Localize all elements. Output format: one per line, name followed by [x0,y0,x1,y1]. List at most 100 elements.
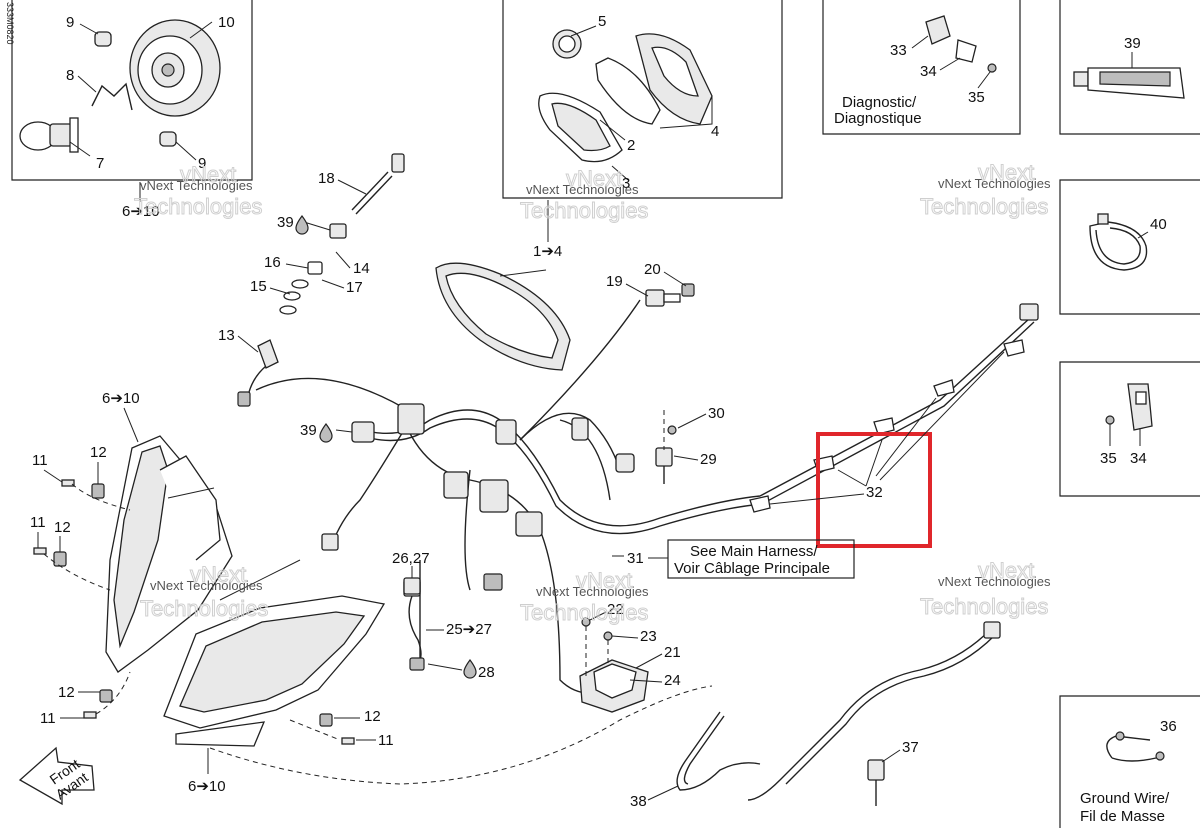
callout-28: 28 [478,664,495,681]
watermark-6-line2: Technologies [920,594,1048,619]
callout-11-c: 11 [40,710,56,727]
part-bracket [1105,383,1153,431]
oil-drop-icon-28 [463,658,477,679]
watermark-4-line1: vNext [190,562,246,587]
frame-diagnostic [822,0,1021,135]
part-cluster-assembly [435,262,571,371]
main-harness-note [667,539,855,579]
oil-drop-icon-lower [319,422,333,443]
callout-7: 7 [96,155,104,172]
front-arrow-icon: Front Avant [18,746,95,806]
callout-19: 19 [606,273,623,290]
document-id: 333M0820 [5,2,15,45]
part-ground-cable-37 [747,621,1001,806]
part-diagnostic-connector [925,15,997,73]
part-sensor-13 [237,339,279,407]
callout-11-a: 11 [32,452,48,469]
part-headlight-housing [105,435,233,673]
watermark-5-line2: Technologies [520,600,648,625]
callout-35-box: 35 [968,89,985,106]
watermark-2-line2: Technologies [520,198,648,223]
frame-sealant [1059,0,1200,135]
watermark-2-line1: vNext [566,166,622,191]
callout-5: 5 [598,13,606,30]
callout-9-top: 9 [66,14,74,31]
callout-39-upper: 39 [277,214,294,231]
range-1-4: 1➔4 [533,243,562,260]
callout-15: 15 [250,278,267,295]
part-bulb-cap-top [94,31,112,47]
callout-36: 36 [1160,718,1177,735]
callout-14: 14 [353,260,370,277]
watermark-4-line2: Technologies [140,596,268,621]
frame-cluster [502,0,783,199]
callout-9-bottom: 9 [198,155,206,172]
ground-label-fr: Fil de Masse [1080,808,1165,825]
part-fittings [279,223,347,315]
part-cluster-housing [635,33,713,125]
part-cable-38 [676,711,761,791]
ground-label-en: Ground Wire/ [1080,790,1170,807]
callout-35-side: 35 [1100,450,1117,467]
callout-12-b: 12 [54,519,71,536]
callout-39-lower: 39 [300,422,317,439]
range-26-27: 26,27 [392,550,430,567]
part-cluster-lens [595,57,661,125]
part-switch-19 [645,283,695,307]
callout-18: 18 [318,170,335,187]
callout-37: 37 [902,739,919,756]
main-harness-en: See Main Harness/ [690,543,818,560]
frame-ground-wire [1059,695,1200,828]
frame-headlight-bulb [11,0,253,181]
callout-39-box: 39 [1124,35,1141,52]
callout-30: 30 [708,405,725,422]
callout-16: 16 [264,254,281,271]
part-ground-wire [1106,731,1165,762]
oil-drop-icon-upper [295,214,309,235]
callout-2: 2 [627,137,635,154]
watermark-2-small: vNext Technologies [526,182,639,197]
callout-10-top: 10 [218,14,235,31]
part-headlight-lens [163,595,386,747]
watermark-1-line1: vNext [180,162,236,187]
callout-34-box: 34 [920,63,937,80]
part-spring-clip [91,82,133,111]
watermark-3-line2: Technologies [920,194,1048,219]
callout-20: 20 [644,261,661,278]
part-module-21 [579,617,649,713]
part-spring-18 [351,153,405,215]
watermark-1-small: vNext Technologies [140,178,253,193]
watermarks: vNext Technologies vNext Technologies vN… [134,160,1051,626]
part-sensor-29 [655,425,677,484]
part-sensor-25 [403,577,425,671]
callout-3: 3 [622,175,630,192]
range-6-10-mid: 6➔10 [102,390,140,407]
part-headlight-reflector [129,19,221,117]
callout-8: 8 [66,67,74,84]
callout-11-b: 11 [30,514,46,531]
part-bulb-cap-bottom [159,131,177,147]
callout-13: 13 [218,327,235,344]
callout-31: 31 [627,550,644,567]
frame-bracket [1059,361,1200,497]
callout-17: 17 [346,279,363,296]
frame-tie [1059,179,1200,315]
callout-12-d: 12 [364,708,381,725]
watermark-6-small: vNext Technologies [938,574,1051,589]
callout-23: 23 [640,628,657,645]
part-main-harness [321,299,1039,694]
callout-21: 21 [664,644,681,661]
part-cluster-bezel [538,92,623,163]
part-sealant-tube [1073,67,1185,99]
range-6-10-top: 6➔10 [122,203,160,220]
part-cable-tie [1089,213,1148,271]
callout-34-side: 34 [1130,450,1147,467]
callout-22: 22 [607,601,624,618]
watermark-5-small: vNext Technologies [536,584,649,599]
part-wire-covers [749,339,1025,513]
callout-33: 33 [890,42,907,59]
main-harness-fr: Voir Câblage Principale [674,560,830,577]
range-25-27: 25➔27 [446,621,492,638]
callout-4: 4 [711,123,719,140]
